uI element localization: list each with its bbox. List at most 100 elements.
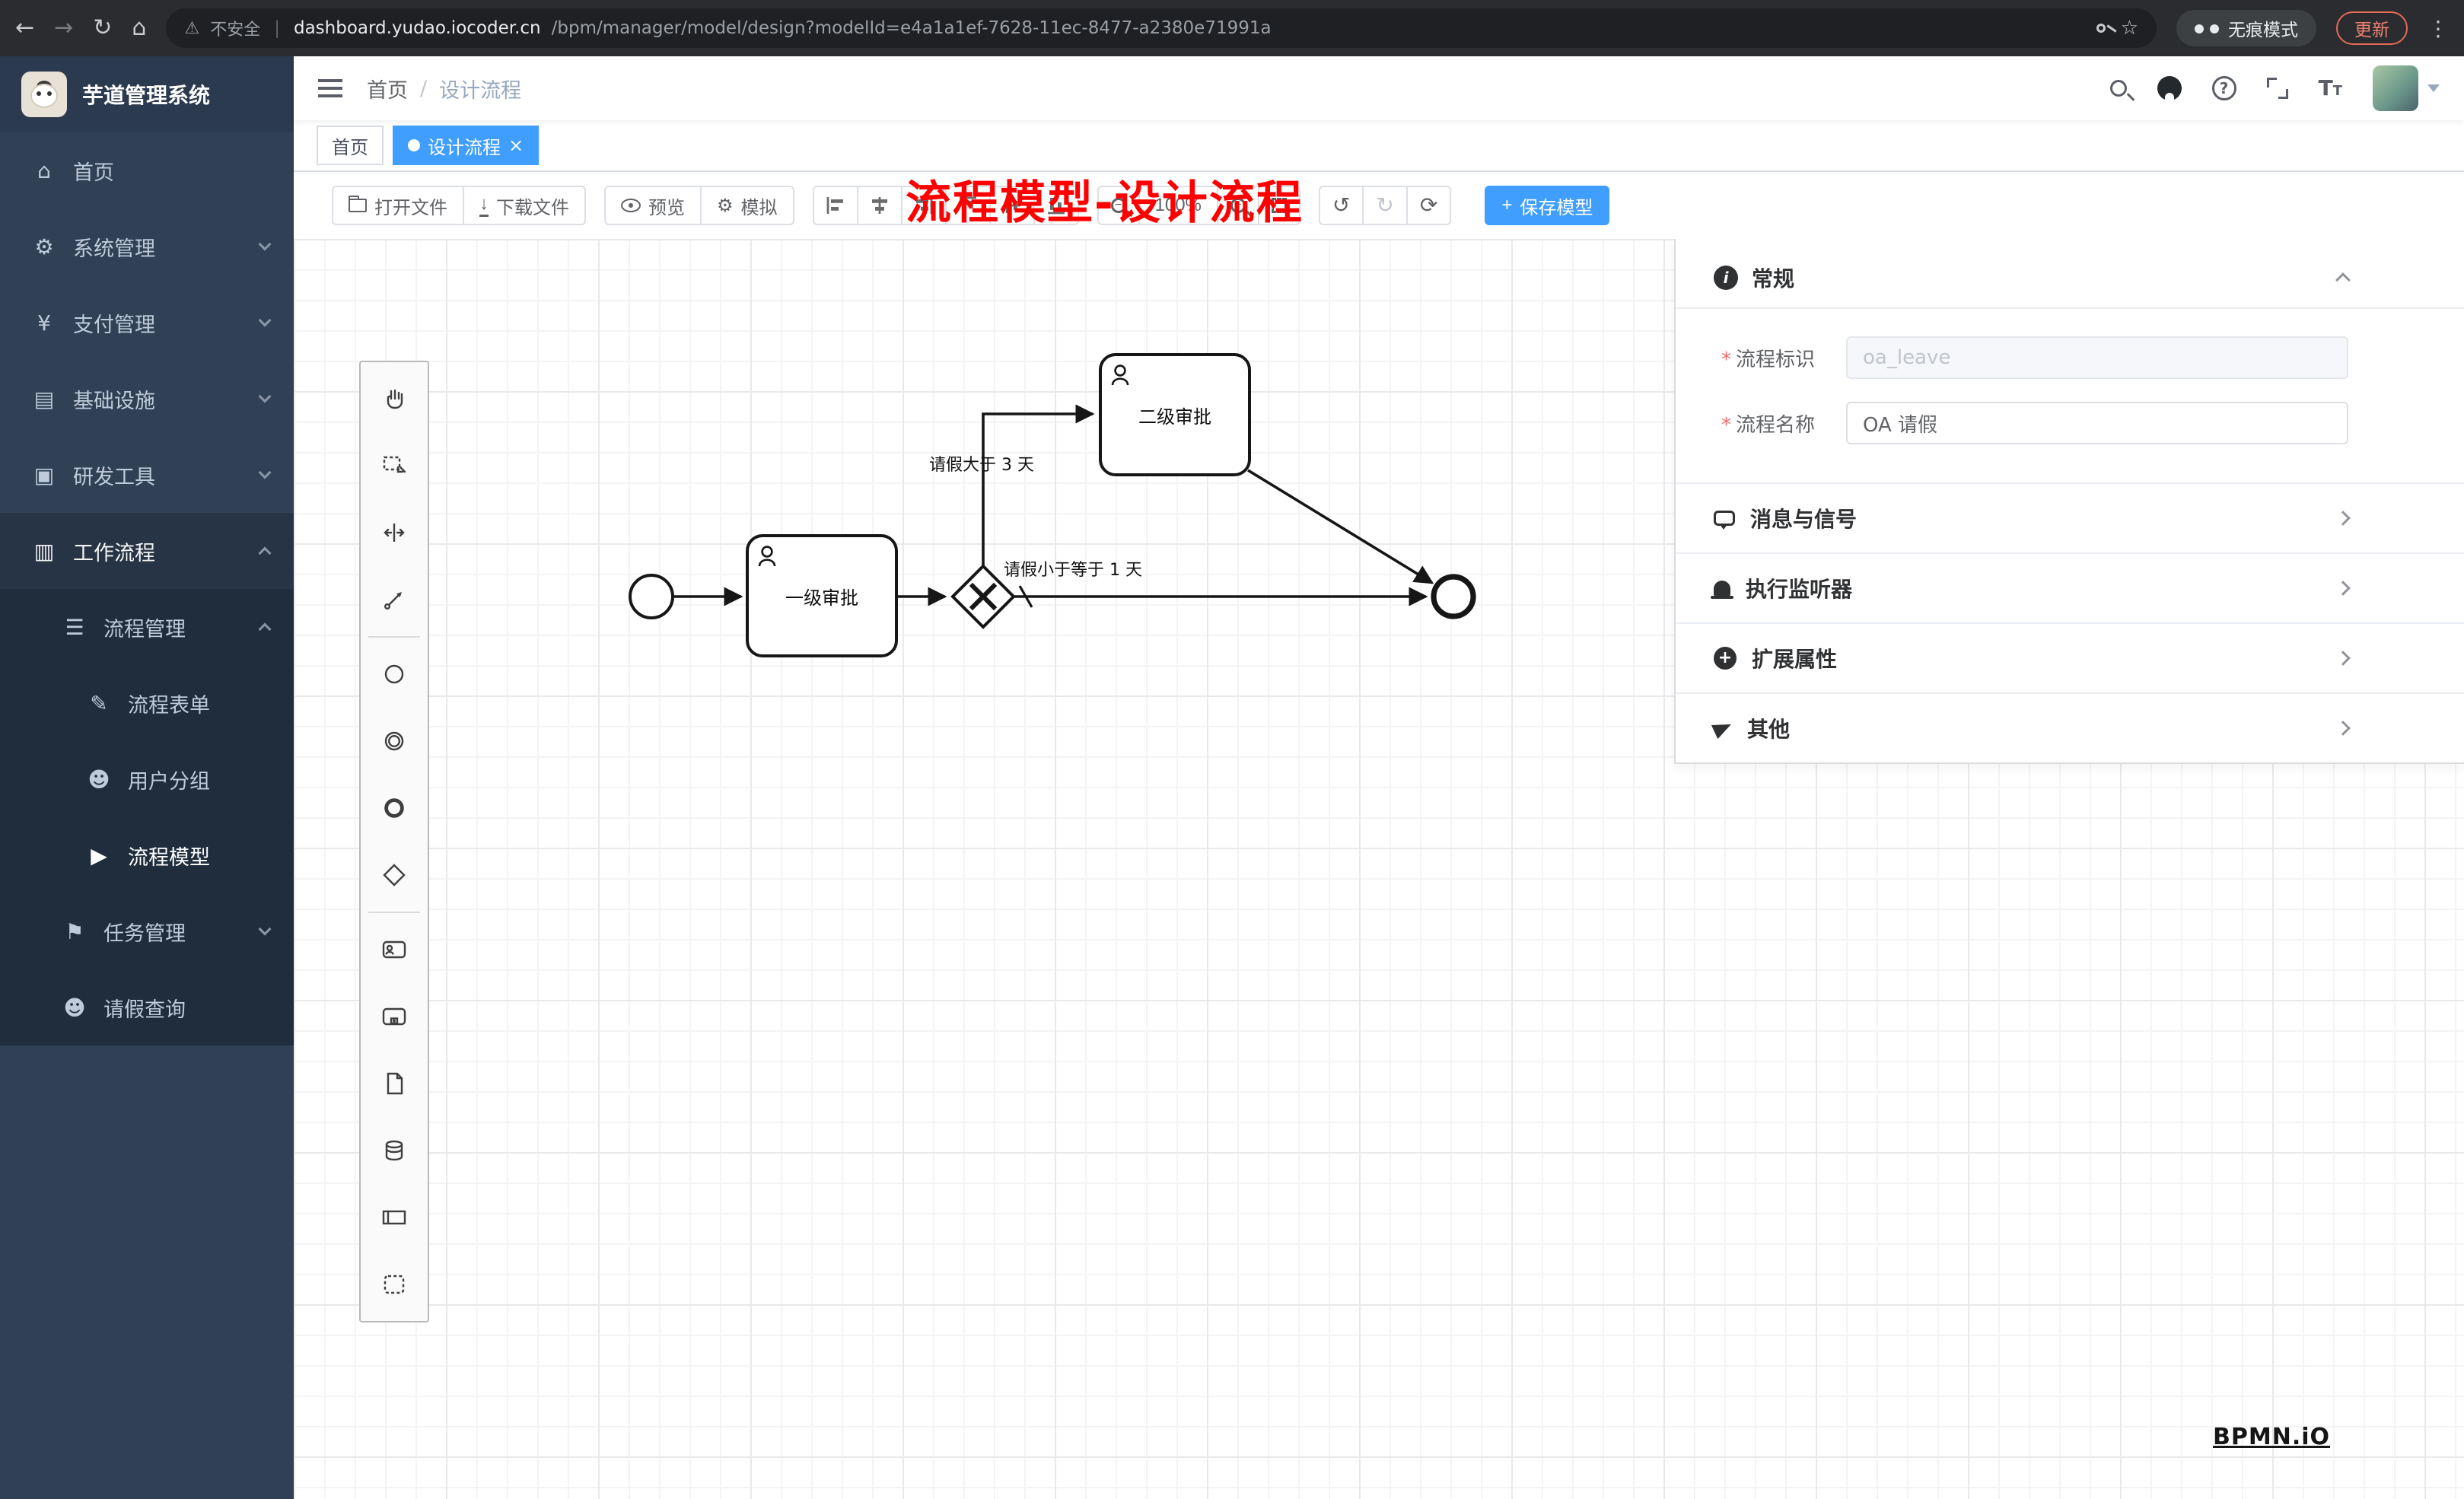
breadcrumb-home[interactable]: 首页 [367,78,408,103]
zoom-out-button[interactable]: − [1097,186,1140,225]
align-middle-button[interactable] [988,186,1035,225]
align-center-button[interactable] [856,186,903,225]
tab-design-process[interactable]: 设计流程 × [393,126,540,165]
palette-subprocess[interactable] [361,983,428,1050]
process-name-row: *流程名称 [1721,402,2348,444]
font-size-icon[interactable]: TT [2318,75,2342,100]
chevron-up-icon [2335,272,2351,288]
palette-space-tool[interactable] [361,499,428,566]
palette-participant-pool[interactable] [361,1184,428,1251]
browser-menu-icon[interactable]: ⋮ [2427,15,2449,41]
sidebar-item-user-group[interactable]: ☻ 用户分组 [0,741,294,817]
undo-button[interactable]: ↺ [1318,186,1364,225]
palette-group[interactable] [361,1251,428,1318]
align-right-button[interactable] [900,186,947,225]
align-bottom-button[interactable] [1033,186,1079,225]
palette-user-task[interactable] [361,916,428,983]
end-event[interactable] [1431,574,1476,619]
palette-gateway[interactable] [361,842,428,909]
palette-lasso-tool[interactable] [361,432,428,499]
section-other[interactable]: 其他 [1676,692,2464,762]
section-extension-props[interactable]: + 扩展属性 [1676,622,2464,692]
refresh-icon: ⟳ [1419,193,1438,217]
bookmark-star-icon[interactable]: ☆ [2120,17,2138,40]
user-task-level1[interactable]: 一级审批 [746,534,898,657]
sidebar-item-task-mgmt[interactable]: ⚑ 任务管理 [0,893,294,969]
user-avatar-menu[interactable] [2373,65,2440,111]
sidebar-item-home[interactable]: ⌂ 首页 [0,132,294,208]
search-icon[interactable] [2109,80,2127,97]
flow-gateway-to-task2[interactable] [982,404,1095,566]
bpmn-io-watermark[interactable]: BPMN.iO [2213,1424,2330,1450]
redo-button[interactable]: ↻ [1362,186,1408,225]
process-key-label: 流程标识 [1736,348,1816,371]
process-name-label: 流程名称 [1736,413,1816,437]
incognito-badge: 无痕模式 [2176,10,2316,46]
align-top-button[interactable] [944,186,991,225]
properties-panel: i 常规 *流程标识 *流程名称 消息与信号 [1674,239,2464,764]
chevron-right-icon [2335,721,2351,736]
flow-label-le1[interactable]: 请假小于等于 1 天 [1004,561,1142,580]
sidebar-item-infra[interactable]: ▤ 基础设施 [0,361,294,437]
zoom-fit-button[interactable] [1257,186,1300,225]
palette-end-event[interactable] [361,775,428,842]
forward-icon[interactable]: → [54,14,74,41]
fit-icon [1271,198,1287,213]
palette-global-connect-tool[interactable] [361,566,428,633]
gateway-x-icon [969,582,998,611]
preview-button[interactable]: 预览 [604,186,702,225]
sidebar-item-devtools[interactable]: ▣ 研发工具 [0,437,294,513]
open-file-button[interactable]: 打开文件 [332,186,464,225]
download-file-button[interactable]: ↓ 下载文件 [463,186,586,225]
yen-icon: ¥ [37,310,51,336]
sidebar-item-leave-query[interactable]: ☻ 请假查询 [0,969,294,1045]
sidebar-item-process-model[interactable]: ▶ 流程模型 [0,817,294,893]
align-left-button[interactable] [812,186,858,225]
section-message-signal[interactable]: 消息与信号 [1676,482,2464,552]
reload-icon[interactable]: ↻ [93,14,113,41]
flow-task2-to-end[interactable] [1247,469,1434,584]
zoom-in-button[interactable]: + [1216,186,1259,225]
warning-icon: ⚠ [184,18,200,38]
close-icon[interactable]: × [508,135,524,156]
browser-update-button[interactable]: 更新 [2336,11,2408,45]
tab-home[interactable]: 首页 [317,126,384,165]
sidebar-item-process-mgmt[interactable]: ☰ 流程管理 [0,589,294,665]
sidebar-item-system[interactable]: ⚙ 系统管理 [0,208,294,285]
save-model-button[interactable]: + 保存模型 [1485,186,1610,225]
back-icon[interactable]: ← [15,14,35,41]
palette-data-store[interactable] [361,1117,428,1184]
github-icon[interactable] [2157,76,2182,102]
simulate-button[interactable]: ⚙ 模拟 [700,186,794,225]
security-warning-label[interactable]: 不安全 [210,21,261,40]
sidebar: 芋道管理系统 ⌂ 首页 ⚙ 系统管理 ¥ 支付管理 ▤ 基础设施 ▣ 研发工具 … [0,56,294,1499]
exclusive-gateway[interactable] [950,564,1016,629]
home-icon[interactable]: ⌂ [132,14,147,41]
palette-intermediate-event[interactable] [361,708,428,775]
sidebar-item-payment[interactable]: ¥ 支付管理 [0,285,294,361]
palette-start-event[interactable] [361,641,428,708]
palette-separator [368,912,420,913]
app-title: 芋道管理系统 [82,83,211,108]
process-key-input[interactable] [1846,336,2348,379]
user-task-level2[interactable]: 二级审批 [1099,353,1251,476]
help-icon[interactable]: ? [2211,76,2236,100]
url-bar[interactable]: ⚠ 不安全 | dashboard.yudao.iocoder.cn /bpm/… [166,8,2157,48]
sidebar-item-workflow[interactable]: ▥ 工作流程 [0,513,294,589]
process-name-input[interactable] [1846,402,2348,444]
section-execution-listener[interactable]: 执行监听器 [1676,552,2464,622]
section-general[interactable]: i 常规 [1676,248,2464,309]
eye-icon [621,199,641,212]
sidebar-item-process-form[interactable]: ✎ 流程表单 [0,665,294,741]
fullscreen-icon[interactable] [2266,78,2288,99]
start-event[interactable] [629,574,674,619]
palette-hand-tool[interactable] [361,365,428,432]
password-key-icon[interactable] [2096,24,2106,33]
bpmn-canvas[interactable]: 请假大于 3 天 请假小于等于 1 天 一级审批 [294,239,2464,1499]
infra-icon: ▤ [33,386,55,412]
palette-task[interactable] [361,1050,428,1117]
restart-button[interactable]: ⟳ [1405,186,1452,225]
url-separator: | [274,18,280,38]
flow-label-gt3[interactable]: 请假大于 3 天 [929,456,1034,475]
sidebar-collapse-icon[interactable] [318,79,342,97]
